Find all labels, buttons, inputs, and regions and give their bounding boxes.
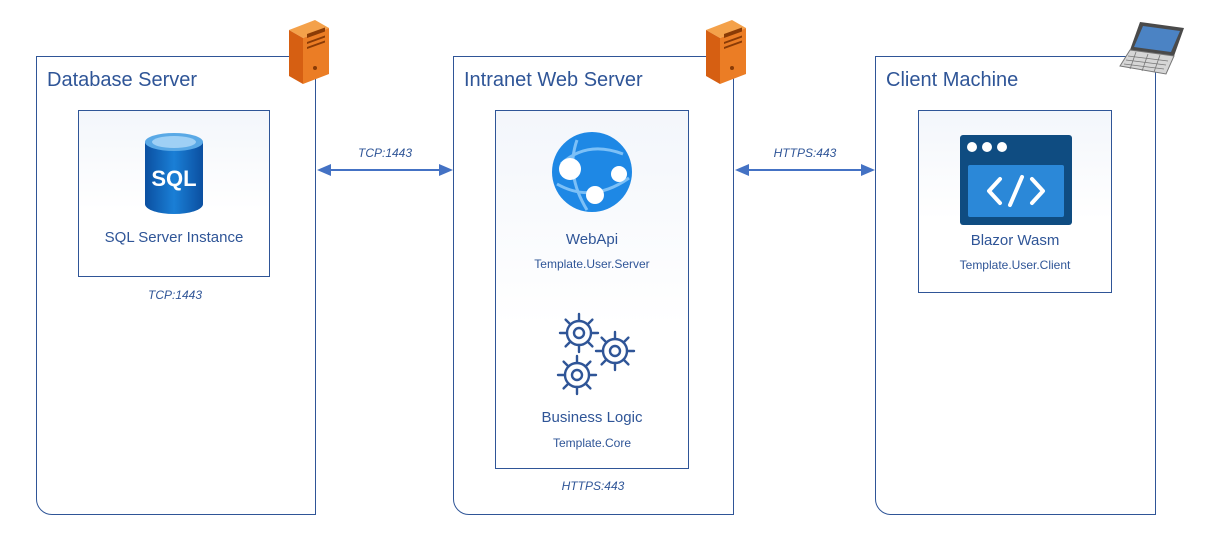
database-server-title: Database Server	[47, 69, 198, 91]
sql-database-icon: SQL	[143, 132, 205, 216]
server-tower-icon	[702, 16, 750, 86]
server-tower-icon	[285, 16, 333, 86]
https-connection-label: HTTPS:443	[773, 146, 837, 160]
blazor-wasm-subtitle: Template.User.Client	[959, 258, 1071, 272]
tcp-connection-label: TCP:1443	[357, 146, 413, 160]
client-machine-title: Client Machine	[886, 69, 1019, 91]
webapi-subtitle: Template.User.Server	[534, 257, 650, 271]
blazor-wasm-label: Blazor Wasm	[970, 232, 1060, 249]
client-machine-box: Client Machine Blazor Wasm Template.User…	[875, 56, 1156, 515]
gears-icon	[551, 307, 641, 399]
web-server-box: Intranet Web Server WebApi Template.User…	[453, 56, 734, 515]
laptop-icon	[1118, 18, 1190, 80]
webapi-label: WebApi	[565, 231, 619, 248]
business-logic-subtitle: Template.Core	[552, 436, 632, 450]
sql-server-component: SQL SQL Server Instance	[78, 110, 270, 277]
sql-icon-text: SQL	[151, 166, 196, 191]
web-server-components-box: WebApi Template.User.Server	[495, 110, 689, 469]
https-connection-arrow	[735, 162, 875, 178]
business-logic-label: Business Logic	[541, 409, 643, 426]
web-server-title: Intranet Web Server	[464, 69, 643, 91]
database-bottom-port-label: TCP:1443	[147, 288, 203, 302]
database-server-box: Database Server SQL SQL Server Instance	[36, 56, 316, 515]
blazor-wasm-component: Blazor Wasm Template.User.Client	[918, 110, 1112, 293]
web-bottom-port-label: HTTPS:443	[561, 479, 625, 493]
web-app-icon	[547, 130, 637, 214]
code-window-icon	[960, 135, 1072, 225]
tcp-connection-arrow	[317, 162, 453, 178]
sql-server-instance-label: SQL Server Instance	[104, 229, 244, 246]
